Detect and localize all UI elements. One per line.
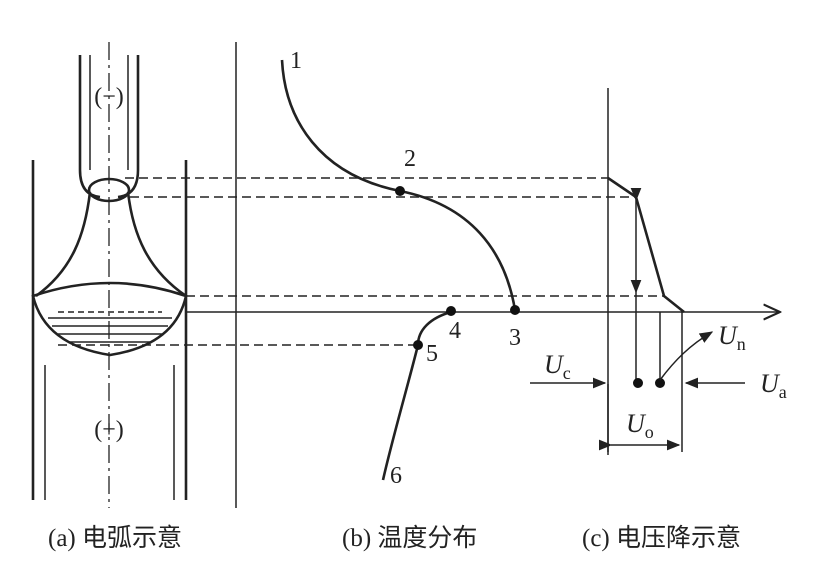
caption-b: (b) 温度分布 — [342, 524, 477, 552]
panel-a-arc: (−) (+) — [31, 42, 188, 508]
point-label-3: 3 — [509, 325, 521, 351]
panel-b-temperature: 1 2 3 4 5 6 — [186, 48, 780, 489]
weld-pool-outline — [31, 281, 188, 357]
arc-column-right — [126, 191, 187, 298]
caption-a: (a) 电弧示意 — [48, 524, 182, 552]
point-label-1: 1 — [290, 48, 302, 74]
point-2 — [395, 186, 405, 196]
voltage-dot-2 — [655, 378, 665, 388]
cathode-sign: (−) — [94, 84, 124, 110]
projection-lines — [58, 177, 664, 346]
anode-sign: (+) — [94, 417, 124, 443]
arc-column — [35, 191, 92, 298]
temperature-curve-upper — [280, 59, 517, 311]
point-label-2: 2 — [404, 146, 416, 172]
label-un: Un — [718, 321, 746, 354]
label-ua: Ua — [760, 369, 787, 402]
voltage-dot-1 — [633, 378, 643, 388]
point-label-4: 4 — [449, 318, 461, 344]
point-3 — [510, 305, 520, 315]
weld-pool-liquid-lines — [48, 311, 172, 343]
label-uc: Uc — [544, 350, 571, 383]
voltage-profile — [607, 176, 685, 314]
caption-c: (c) 电压降示意 — [582, 524, 741, 552]
label-uo: Uo — [626, 409, 654, 442]
point-5 — [413, 340, 423, 350]
point-4 — [446, 306, 456, 316]
cathode-electrode — [78, 55, 101, 199]
temperature-curve-lower — [381, 310, 452, 481]
point-label-5: 5 — [426, 341, 438, 367]
un-pointer-arrow — [659, 331, 714, 381]
panel-c-voltage: Un Uc Ua Uo — [530, 176, 787, 452]
point-label-6: 6 — [390, 463, 402, 489]
cathode-electrode-right — [117, 55, 140, 199]
